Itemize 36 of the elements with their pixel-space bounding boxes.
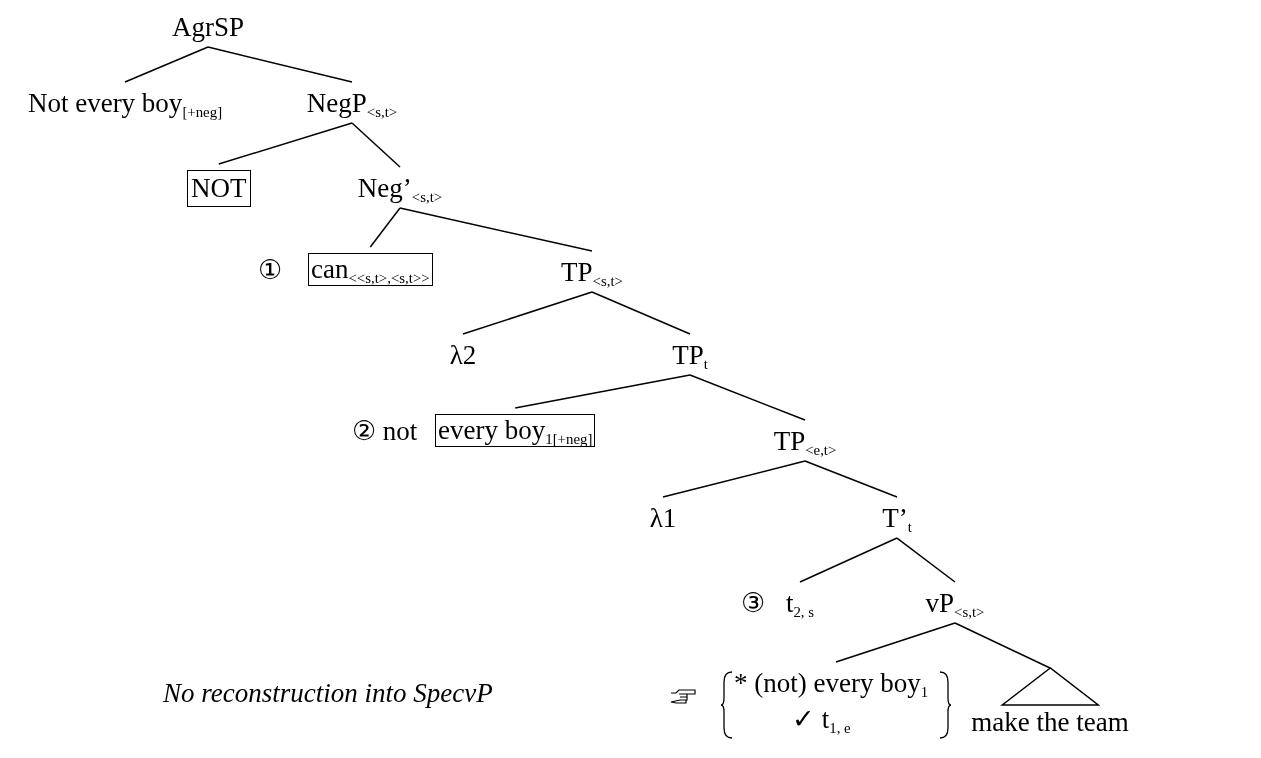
node-label: T’$_{t}$ [882, 503, 912, 535]
tree-branch [591, 291, 691, 335]
tree-branch [662, 460, 806, 498]
node-label: TP$_{<s,t>}$ [561, 257, 623, 289]
boxed-node-label: NOT [187, 170, 251, 208]
node-label: Neg’$_{<s,t>}$ [357, 173, 443, 205]
tree-branch [207, 46, 353, 83]
tree-branch [218, 122, 353, 165]
tree-branch [514, 374, 691, 409]
step-number: ① [258, 255, 282, 287]
node-label: AgrSP [172, 12, 244, 44]
step-number: ③ [741, 588, 765, 620]
tree-branch [954, 622, 1051, 669]
tree-branch [799, 537, 898, 583]
tree-branch [369, 207, 401, 248]
tree-branch [124, 46, 209, 83]
node-label: λ1 [649, 503, 677, 535]
tree-branch [351, 122, 401, 168]
node-label: TP$_{t}$ [672, 340, 708, 372]
note-text: No reconstruction into SpecvP [163, 678, 493, 710]
node-label: vP$_{<s,t>}$ [925, 588, 985, 620]
node-label: λ2 [449, 340, 477, 372]
node-label: TP$_{<e,t>}$ [773, 426, 837, 458]
tree-branch [689, 374, 806, 421]
node-label: make the team [971, 707, 1129, 739]
node-label: Not every boy$_{[+neg]}$ [27, 88, 223, 120]
tree-branch [804, 460, 898, 498]
tree-branch [835, 622, 956, 663]
boxed-node-label: can$_{<<s,t>,<s,t>>}$ [308, 253, 433, 287]
node-label: NegP$_{<s,t>}$ [306, 88, 398, 120]
tree-branch [896, 537, 956, 583]
tree-branch [462, 291, 593, 335]
step-number: ② not [352, 416, 418, 448]
node-label: t$_{2, s}$ [785, 588, 815, 620]
tree-branch [399, 207, 593, 252]
boxed-node-label: every boy$_{1[+neg]}$ [435, 414, 596, 448]
